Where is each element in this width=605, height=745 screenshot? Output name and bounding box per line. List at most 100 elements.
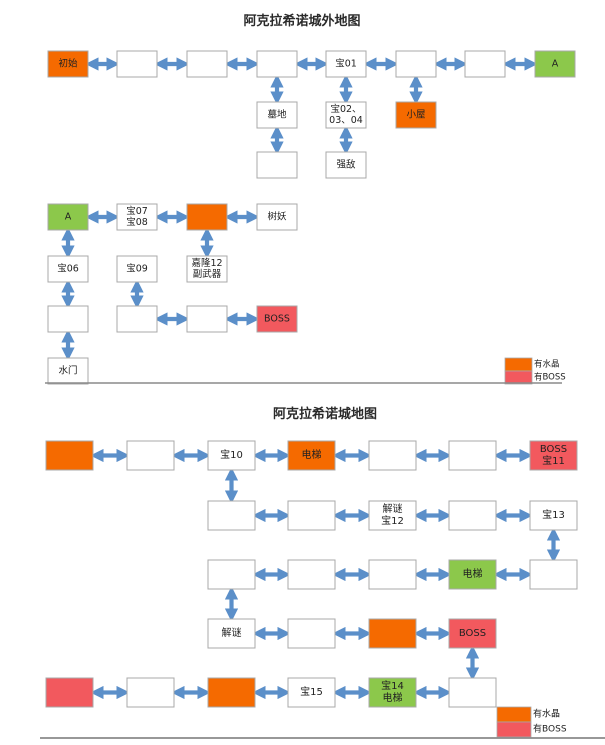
room-label: 宝10 xyxy=(220,448,243,461)
room-m1-r4c2 xyxy=(116,305,158,333)
room-box xyxy=(395,101,437,129)
room-m2-bao10: 宝10 xyxy=(207,440,256,471)
room-m1-a-left: A xyxy=(47,203,89,231)
room-label: 宝15 xyxy=(300,685,323,698)
room-m1-below-grave xyxy=(256,151,298,179)
room-m2-r4c3 xyxy=(287,618,336,649)
room-m1-r1c6 xyxy=(464,50,506,78)
legend-swatch xyxy=(496,721,532,738)
room-m2-elev1: 电梯 xyxy=(287,440,336,471)
room-m2-r5c1 xyxy=(126,677,175,708)
room-m2-r5c5 xyxy=(448,677,497,708)
room-m2-bao15: 宝15 xyxy=(287,677,336,708)
room-box xyxy=(126,677,175,708)
room-box xyxy=(47,203,89,231)
room-label: BOSS xyxy=(264,314,290,325)
room-box xyxy=(256,151,298,179)
room-label: 宝12 xyxy=(381,514,404,527)
room-box xyxy=(47,255,89,283)
room-m1-grave: 墓地 xyxy=(256,101,298,129)
room-m2-bao13: 宝13 xyxy=(529,500,578,531)
room-m2-r1c5 xyxy=(448,440,497,471)
room-box xyxy=(448,559,497,590)
room-m1-treeDemon: 树妖 xyxy=(256,203,298,231)
room-box xyxy=(45,677,94,708)
room-m1-r1c3 xyxy=(256,50,298,78)
room-m1-r4c1 xyxy=(47,305,89,333)
room-label: 小屋 xyxy=(406,110,425,121)
room-box xyxy=(368,500,417,531)
room-label: 水门 xyxy=(58,365,77,377)
room-m1-bao09: 宝09 xyxy=(116,255,158,283)
room-box xyxy=(116,305,158,333)
room-label: 嘉隆12 xyxy=(191,257,222,269)
room-m2-puzzle: 解谜 xyxy=(207,618,256,649)
room-label: 宝14 xyxy=(381,679,404,692)
room-m2-r3c4 xyxy=(368,559,417,590)
legend-label: 有BOSS xyxy=(534,372,566,383)
legend-label: 有水晶 xyxy=(534,359,560,370)
room-label: 墓地 xyxy=(267,109,287,121)
room-m1-r1c2 xyxy=(186,50,228,78)
room-m2-r3c2 xyxy=(207,559,256,590)
room-m1-strong: 强敌 xyxy=(325,151,367,179)
room-label: 电梯 xyxy=(302,448,322,461)
room-box xyxy=(207,677,256,708)
room-box xyxy=(256,50,298,78)
room-box xyxy=(325,50,367,78)
room-label: 解谜 xyxy=(222,626,242,639)
room-box xyxy=(47,50,89,78)
legend-swatch xyxy=(504,357,533,372)
room-box xyxy=(368,559,417,590)
legend-swatch xyxy=(504,370,533,385)
room-label: 03、04 xyxy=(329,115,363,126)
room-m1-a-top: A xyxy=(534,50,576,78)
room-box xyxy=(116,203,158,231)
room-box xyxy=(287,618,336,649)
room-m2-r5c0 xyxy=(45,677,94,708)
room-label: 强敌 xyxy=(336,159,356,171)
room-box xyxy=(256,101,298,129)
room-box xyxy=(325,101,367,129)
room-label: 树妖 xyxy=(267,211,287,223)
room-box xyxy=(186,305,228,333)
room-label: 宝02、 xyxy=(330,103,361,115)
room-m2-start xyxy=(45,440,94,471)
room-box xyxy=(534,50,576,78)
room-box xyxy=(47,305,89,333)
room-m2-r3c3 xyxy=(287,559,336,590)
room-box xyxy=(186,203,228,231)
room-label: 电梯 xyxy=(383,691,403,704)
room-m2-r3c6 xyxy=(529,559,578,590)
room-box xyxy=(448,677,497,708)
room-box xyxy=(287,677,336,708)
room-label: 宝11 xyxy=(542,454,565,467)
room-m1-r1c1 xyxy=(116,50,158,78)
room-label: 电梯 xyxy=(463,567,483,580)
room-box xyxy=(287,500,336,531)
room-box xyxy=(287,440,336,471)
room-box xyxy=(529,500,578,531)
room-label: BOSS xyxy=(540,444,567,455)
room-label: A xyxy=(65,212,72,223)
legend-label: 有BOSS xyxy=(533,723,567,735)
room-box xyxy=(45,440,94,471)
room-m2-r2c5 xyxy=(448,500,497,531)
room-m1-crystal xyxy=(186,203,228,231)
room-m2-r1c4 xyxy=(368,440,417,471)
room-label: 宝06 xyxy=(57,263,79,275)
room-label: 宝07 xyxy=(126,205,148,217)
room-box xyxy=(448,500,497,531)
room-box xyxy=(256,305,298,333)
room-box xyxy=(47,357,89,385)
room-box xyxy=(368,440,417,471)
room-m2-r2c3 xyxy=(287,500,336,531)
room-label: 宝08 xyxy=(126,216,148,228)
room-m2-r2c2 xyxy=(207,500,256,531)
room-box xyxy=(529,440,578,471)
room-m1-r4c3 xyxy=(186,305,228,333)
